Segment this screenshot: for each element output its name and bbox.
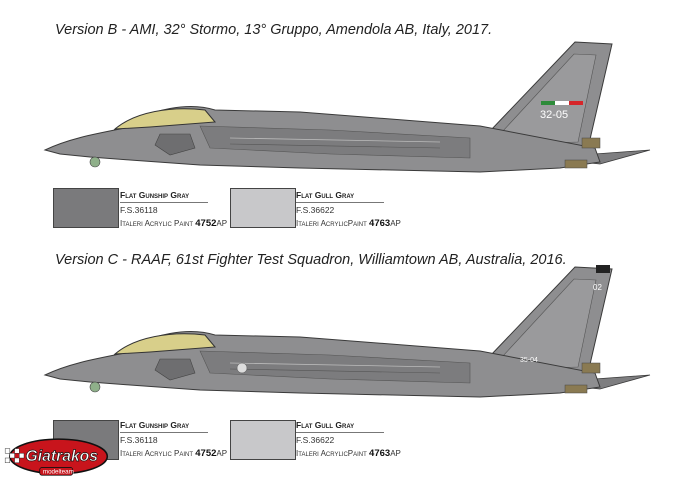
paint-brand: Italeri AcrylicPaint — [296, 219, 367, 228]
color-name: Flat Gunship Gray — [120, 190, 208, 203]
giatrakos-logo: Giatrakos modelteam — [4, 438, 109, 476]
paint-number: 4752 — [195, 448, 217, 459]
tail-tip-marking — [596, 265, 610, 273]
fs-code: F.S.36118 — [120, 435, 158, 445]
paint-suffix: AP — [216, 449, 228, 458]
paint-code: Italeri AcrylicPaint 4763AP — [296, 218, 401, 229]
paint-code: Italeri Acrylic Paint 4752AP — [120, 218, 227, 229]
paint-code: Italeri Acrylic Paint 4752AP — [120, 448, 227, 459]
paint-suffix: AP — [216, 219, 228, 228]
paint-number: 4752 — [195, 218, 217, 229]
fs-code: F.S.36118 — [120, 205, 158, 215]
paint-suffix: AP — [390, 219, 401, 228]
color-name: Flat Gull Gray — [296, 190, 384, 203]
color-swatch-gull-gray — [230, 420, 296, 460]
paint-brand: Italeri Acrylic Paint — [120, 449, 194, 458]
paint-number: 4763 — [369, 448, 391, 459]
color-swatch-gull-gray — [230, 188, 296, 228]
roundel — [236, 362, 248, 374]
paint-brand: Italeri AcrylicPaint — [296, 449, 367, 458]
color-label-gunship-gray: Flat Gunship Gray F.S.36118 Italeri Acry… — [120, 190, 227, 229]
logo-brand: Giatrakos — [26, 448, 99, 465]
paint-brand: Italeri Acrylic Paint — [120, 219, 194, 228]
tail-code: 32-05 — [540, 109, 568, 121]
fs-code: F.S.36622 — [296, 205, 335, 215]
color-label-gull-gray: Flat Gull Gray F.S.36622 Italeri Acrylic… — [296, 190, 401, 229]
fs-code: F.S.36622 — [296, 435, 335, 445]
paint-suffix: AP — [390, 449, 401, 458]
color-name: Flat Gunship Gray — [120, 420, 208, 433]
color-label-gull-gray: Flat Gull Gray F.S.36622 Italeri Acrylic… — [296, 420, 401, 459]
fuselage-code: 35-04 — [520, 357, 538, 364]
version-b-title: Version B - AMI, 32° Stormo, 13° Gruppo,… — [55, 22, 493, 38]
paint-code: Italeri AcrylicPaint 4763AP — [296, 448, 401, 459]
aircraft-profile-version-c: 02 35-04 — [44, 265, 651, 398]
italian-flag-white — [555, 101, 569, 105]
aircraft-profile-version-b: 32-05 — [44, 41, 651, 173]
color-name: Flat Gull Gray — [296, 420, 384, 433]
logo-sub: modelteam — [43, 469, 74, 476]
color-label-gunship-gray: Flat Gunship Gray F.S.36118 Italeri Acry… — [120, 420, 227, 459]
paint-number: 4763 — [369, 218, 391, 229]
version-c-title: Version C - RAAF, 61st Fighter Test Squa… — [55, 252, 567, 268]
italian-flag-green — [541, 101, 555, 105]
italian-flag-red — [569, 101, 583, 105]
color-swatch-gunship-gray — [53, 188, 119, 228]
tail-code: 02 — [593, 283, 602, 292]
